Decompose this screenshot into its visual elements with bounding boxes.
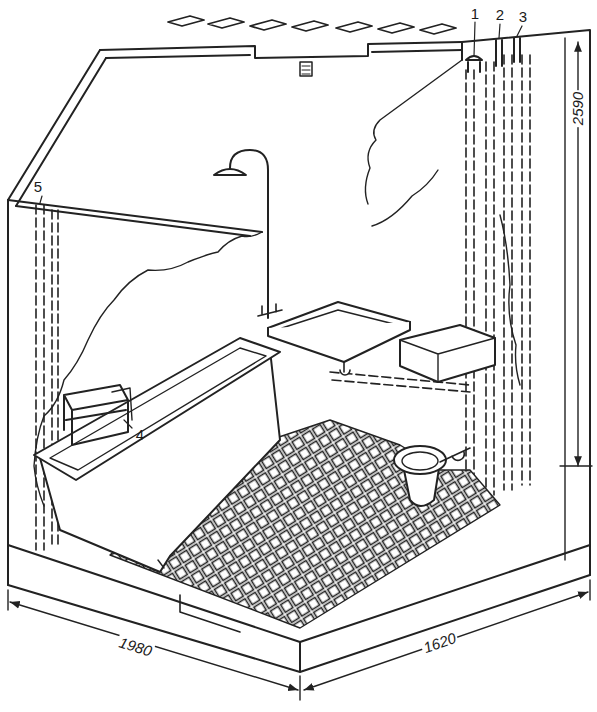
callout-number: 5 xyxy=(34,179,42,194)
wash-basin xyxy=(268,302,410,375)
dimension-value: 1980 xyxy=(116,633,156,658)
callout-number: 1 xyxy=(471,6,479,21)
bathtub xyxy=(34,338,280,572)
vent-grille xyxy=(300,62,312,76)
dimension-2590 xyxy=(560,42,592,466)
dimension-1980 xyxy=(8,590,300,700)
callout-number: 2 xyxy=(496,7,504,22)
dimension-value: 1620 xyxy=(420,629,460,655)
shower xyxy=(214,150,282,318)
riser-cap xyxy=(466,56,482,72)
front-wall-edge xyxy=(8,200,262,236)
leader-lines xyxy=(40,22,522,428)
riser-stub xyxy=(496,40,502,66)
left-wall-edge xyxy=(8,50,106,206)
cistern xyxy=(400,325,495,382)
callout-number: 3 xyxy=(519,9,527,24)
dimension-1620 xyxy=(304,580,590,690)
vent-slots xyxy=(168,16,456,34)
riser-stub xyxy=(514,38,520,62)
callout-number: 4 xyxy=(136,427,144,442)
tub-rack xyxy=(64,385,132,445)
dimension-value: 2590 xyxy=(571,89,586,126)
back-wall-edge xyxy=(100,42,462,58)
toilet xyxy=(394,446,470,506)
